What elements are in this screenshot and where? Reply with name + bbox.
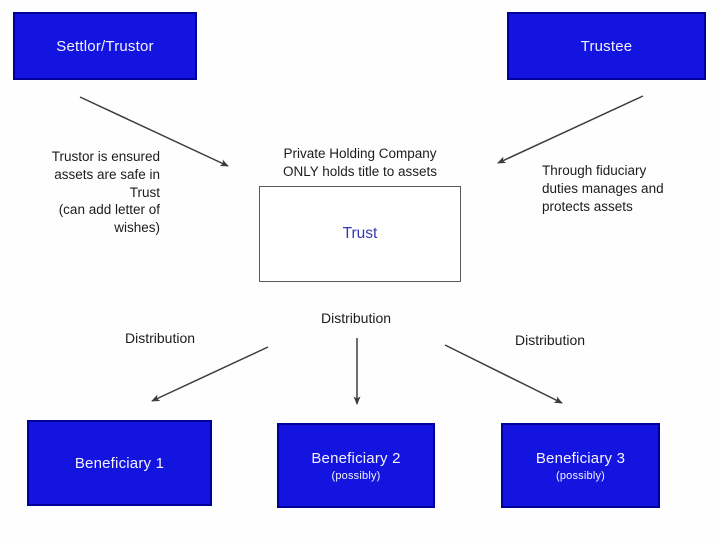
beneficiary2-label: Beneficiary 2 — [311, 449, 401, 467]
holding-company-note: Private Holding Company ONLY holds title… — [282, 146, 438, 179]
settlor-trustor-label: Settlor/Trustor — [56, 37, 154, 55]
trust-label: Trust — [342, 225, 378, 242]
beneficiary3-box: Beneficiary 3 (possibly) — [501, 423, 660, 508]
arrow-trustee-to-trust — [497, 95, 644, 164]
arrow-trust-to-beneficiary1 — [151, 346, 269, 402]
beneficiary3-sublabel: (possibly) — [555, 469, 606, 482]
arrow-trust-to-beneficiary3 — [444, 344, 563, 404]
beneficiary1-box: Beneficiary 1 — [27, 420, 212, 506]
beneficiary2-box: Beneficiary 2 (possibly) — [277, 423, 435, 508]
distribution-label-middle: Distribution — [320, 310, 392, 326]
settlor-trustor-box: Settlor/Trustor — [13, 12, 197, 80]
beneficiary2-sublabel: (possibly) — [331, 469, 381, 482]
trustee-box: Trustee — [507, 12, 706, 80]
trustor-note: Trustor is ensured assets are safe in Tr… — [51, 149, 160, 236]
distribution-label-left: Distribution — [124, 330, 196, 346]
beneficiary3-label: Beneficiary 3 — [535, 449, 626, 467]
trustee-label: Trustee — [580, 37, 633, 55]
fiduciary-note: Through fiduciary duties manages and pro… — [542, 163, 664, 214]
beneficiary1-label: Beneficiary 1 — [74, 454, 165, 472]
trust-box: Trust — [259, 186, 461, 282]
distribution-label-right: Distribution — [514, 332, 586, 348]
